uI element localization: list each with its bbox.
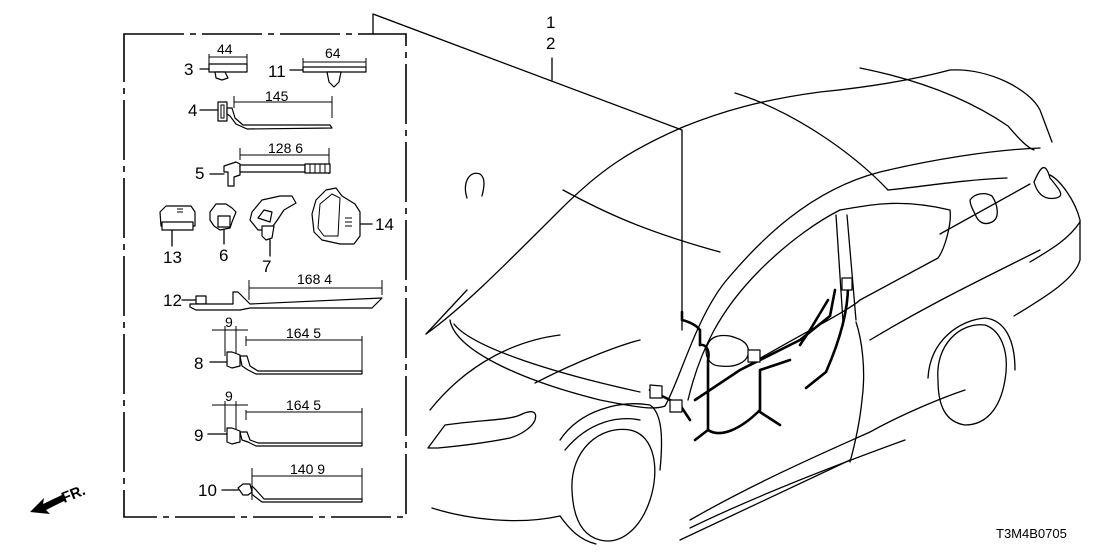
- drawing-code: T3M4B0705: [996, 526, 1067, 541]
- sub-dimension-8: 9: [225, 314, 233, 330]
- callout-1: 1: [546, 13, 555, 32]
- part-14-grommet: [311, 187, 373, 245]
- dimension-4: 145: [265, 88, 289, 104]
- callout-2: 2: [546, 34, 555, 53]
- dimension-8: 164 5: [286, 325, 321, 341]
- callout-3: 3: [184, 60, 193, 79]
- dimension-11: 64: [325, 45, 341, 61]
- part-3-clip: [199, 54, 248, 81]
- front-direction-arrow-icon: [30, 494, 66, 514]
- callout-5: 5: [195, 164, 204, 183]
- dimension-5: 128 6: [268, 140, 303, 156]
- part-13-connector: [159, 205, 196, 247]
- callout-14: 14: [375, 215, 394, 234]
- callout-10: 10: [198, 481, 217, 500]
- front-direction-label: FR.: [59, 482, 88, 507]
- part-12-clip: [181, 280, 383, 311]
- callout-6: 6: [219, 246, 228, 265]
- part-5-tie: [209, 148, 331, 187]
- sub-dimension-9: 9: [225, 388, 233, 404]
- callout-11: 11: [268, 62, 286, 81]
- callout-9: 9: [194, 426, 203, 445]
- door-wire-harness: [648, 277, 853, 442]
- part-4-tie: [199, 96, 333, 130]
- callout-4: 4: [188, 101, 197, 120]
- dimension-9: 164 5: [286, 397, 321, 413]
- dimension-10: 140 9: [290, 461, 325, 477]
- part-11-clip: [289, 58, 367, 88]
- vehicle-illustration: [425, 67, 1081, 545]
- part-6-clip: [209, 203, 237, 245]
- callout-8: 8: [194, 354, 203, 373]
- parts-box: [123, 33, 407, 518]
- dimension-12: 168 4: [297, 271, 332, 287]
- part-9-tie: [207, 401, 363, 447]
- part-8-tie: [209, 326, 363, 375]
- callout-7: 7: [262, 257, 271, 276]
- part-7-clip: [249, 195, 297, 257]
- assembly-leader: [372, 13, 683, 331]
- callout-12: 12: [163, 291, 182, 310]
- callout-13: 13: [163, 248, 182, 267]
- dimension-3: 44: [217, 41, 233, 57]
- part-10-tie: [221, 468, 363, 503]
